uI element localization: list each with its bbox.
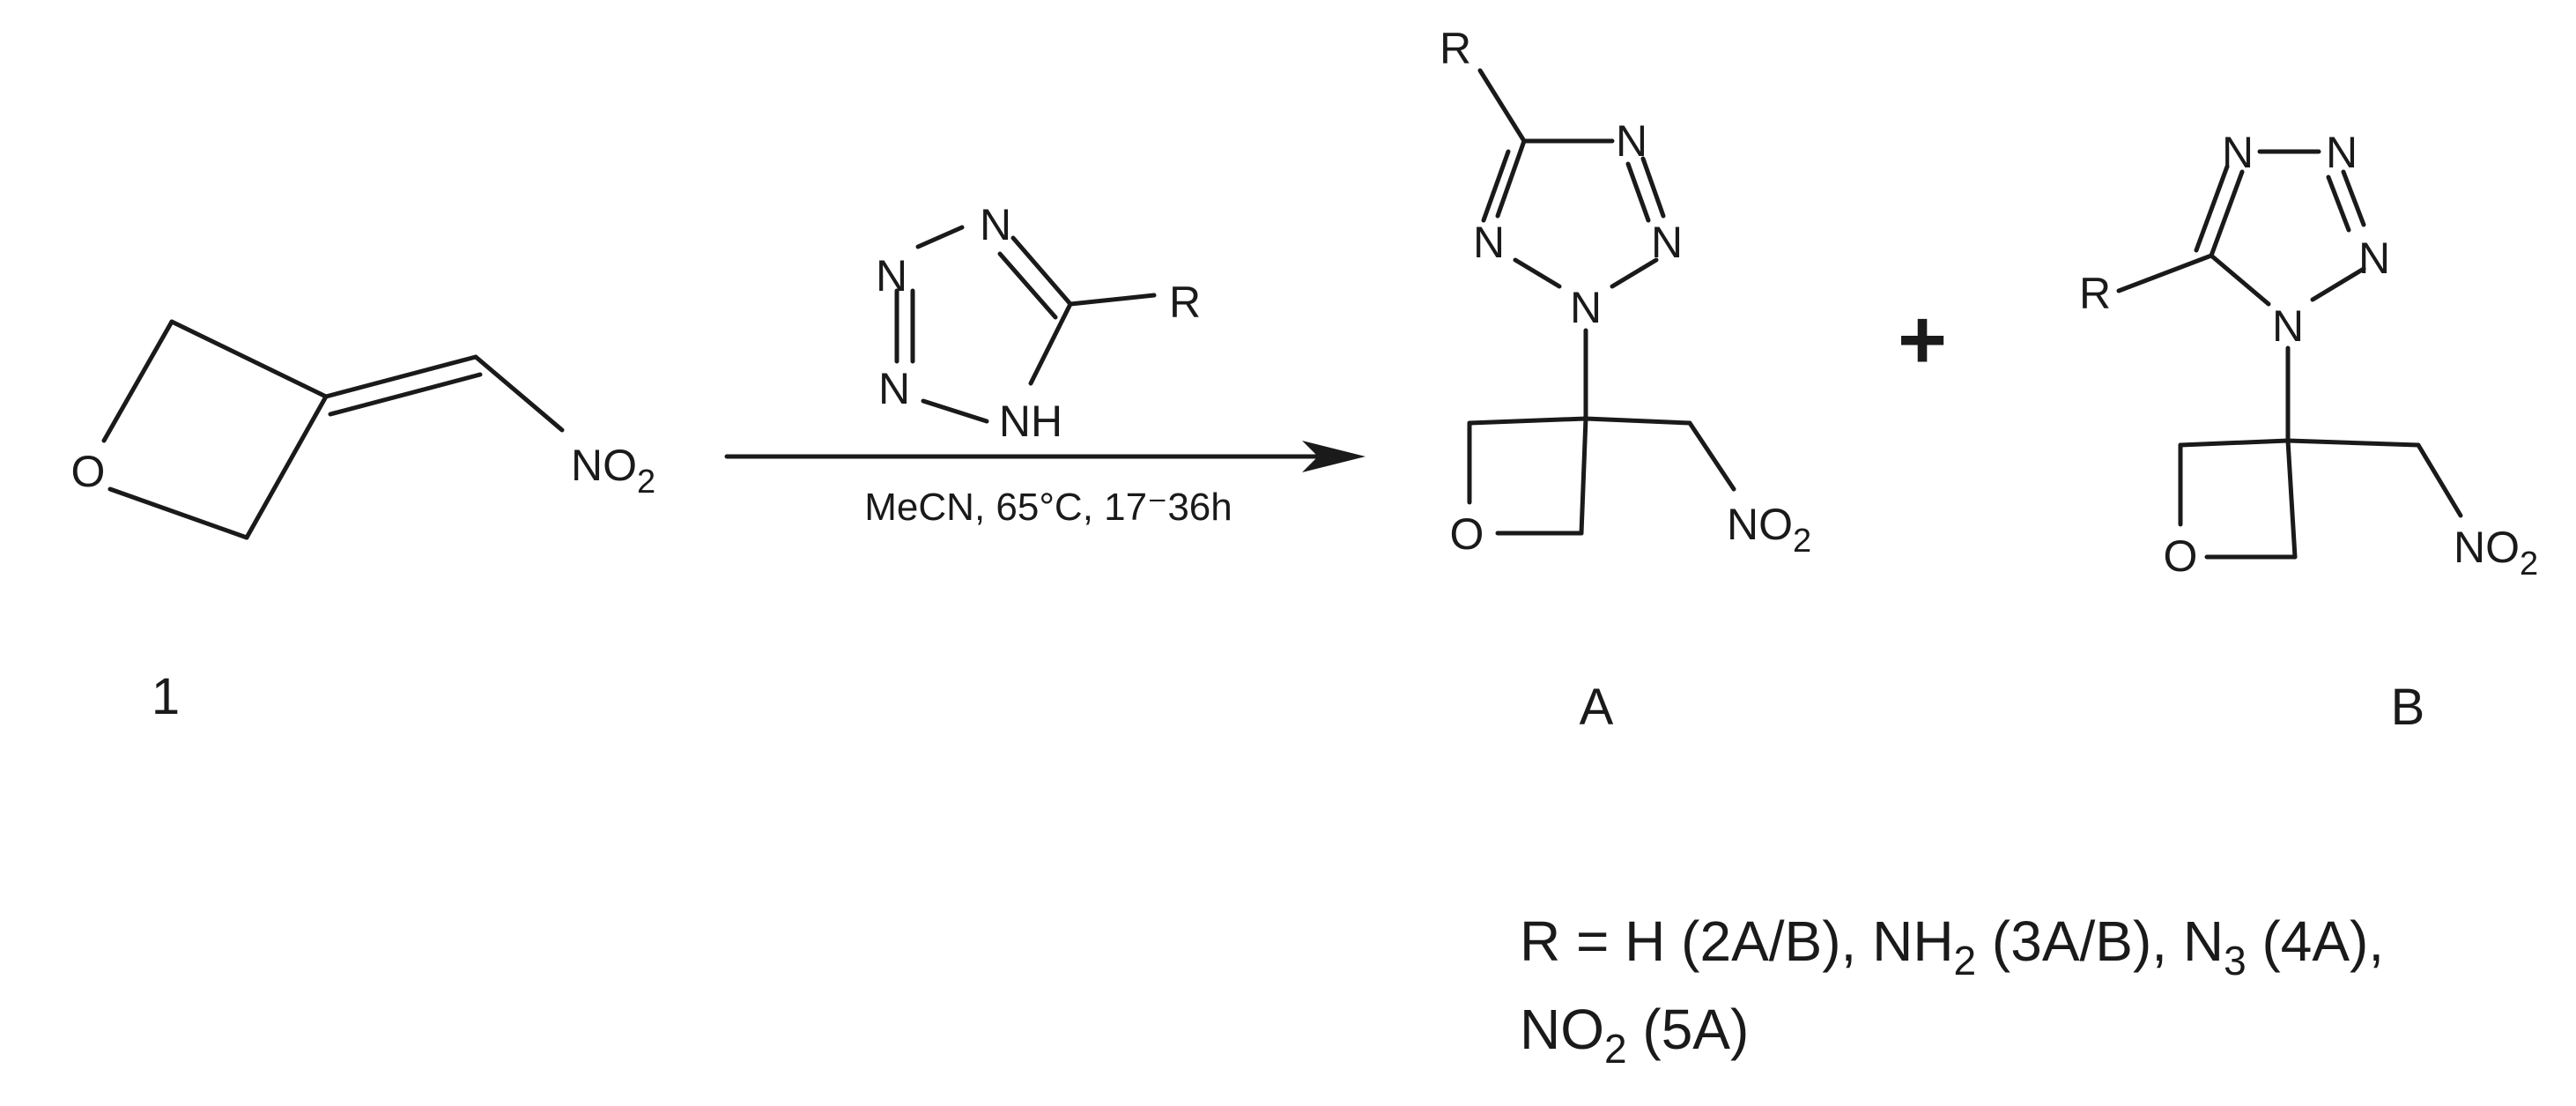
- product-a-n1: N: [1651, 218, 1683, 267]
- product-b-structure: N N N N R O NO2: [2079, 128, 2538, 583]
- oxetane-oxygen: O: [71, 447, 106, 496]
- product-b-nitro-group: NO2: [2454, 523, 2538, 583]
- tetrazole-n1: N: [980, 200, 1011, 249]
- product-b-n2: N: [2326, 128, 2358, 177]
- product-a-n3: N: [1473, 218, 1505, 267]
- plus-sign: +: [1898, 293, 1947, 387]
- nitro-group: NO2: [571, 441, 655, 501]
- r-definition-line-1: R = H (2A/B), NH2 (3A/B), N3 (4A),: [1520, 909, 2384, 984]
- product-b-n1b: N: [2358, 234, 2390, 283]
- product-b-n3: N: [2222, 128, 2254, 177]
- product-a-nitro-group: NO2: [1727, 500, 1811, 560]
- product-b-oxetane-oxygen: O: [2164, 531, 2198, 581]
- r-substituent: R: [1169, 278, 1201, 327]
- compound-label-1: 1: [152, 668, 180, 725]
- product-a-n2: N: [1570, 283, 1602, 332]
- tetrazole-nh: NH: [999, 397, 1062, 446]
- product-a-r: R: [1440, 24, 1471, 73]
- reaction-conditions: MeCN, 65°C, 17⁻36h: [864, 486, 1232, 529]
- product-a-oxetane-oxygen: O: [1450, 509, 1484, 559]
- product-b-n1: N: [2272, 301, 2304, 351]
- tetrazole-reagent: N N N NH R: [876, 200, 1201, 446]
- compound-label-b: B: [2391, 679, 2425, 736]
- product-a-n4: N: [1616, 116, 1647, 166]
- r-definition-line-2: NO2 (5A): [1520, 998, 1749, 1072]
- reaction-arrow: [724, 441, 1366, 472]
- product-b-r: R: [2079, 269, 2111, 318]
- product-a-structure: R N N N N O NO2: [1440, 24, 1811, 560]
- tetrazole-n2: N: [876, 251, 907, 301]
- compound-label-a: A: [1580, 679, 1614, 736]
- reactant-1-structure: O NO2: [71, 319, 655, 540]
- tetrazole-n3: N: [878, 364, 910, 413]
